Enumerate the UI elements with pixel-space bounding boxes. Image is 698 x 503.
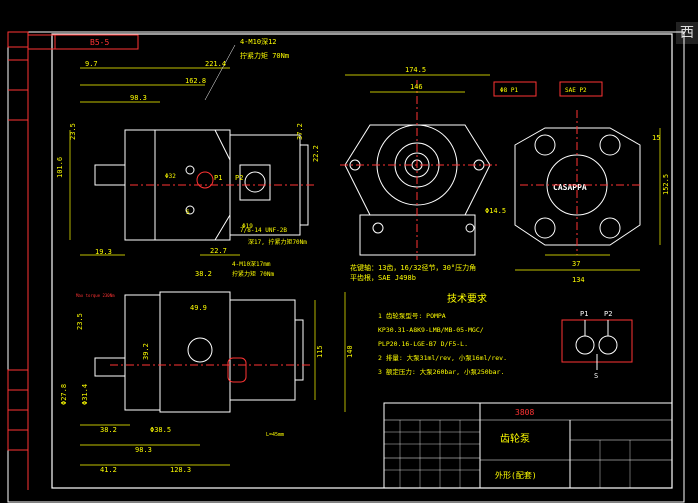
- schematic-s: S: [594, 372, 598, 380]
- bottom-bolt-spec: 4-M10深17mm: [232, 260, 271, 268]
- drawing-border: [51, 33, 673, 489]
- dim-221-4: 221.4: [205, 60, 226, 68]
- tech-line-5: 3 额定压力: 大泵260bar, 小泵250bar.: [378, 367, 504, 376]
- brand-logo: CASAPPA: [553, 183, 587, 192]
- bolt-spec: 4-M10深12: [240, 37, 277, 46]
- dim-22-2: 22.2: [312, 145, 320, 162]
- dim-37-2: 37.2: [296, 123, 304, 140]
- port-thread: 7/8-14 UNF-2B: [240, 227, 287, 234]
- rear-view: CASAPPA Φ8 P1 SAE P2 152.5 134 37 15: [493, 81, 670, 284]
- dim-38-2-top: 38.2: [195, 270, 212, 278]
- dim-phi32: Φ32: [165, 173, 176, 180]
- dim-22-7: 22.7: [210, 247, 227, 255]
- top-left-cell: B5-5: [27, 34, 139, 50]
- dim-19-3: 19.3: [95, 248, 112, 256]
- dim-49-9: 49.9: [190, 304, 207, 312]
- hydraulic-schematic: P1 P2 S: [561, 310, 633, 380]
- dim-bottom-23-5: 23.5: [76, 313, 84, 330]
- dim-37: 37: [572, 260, 580, 268]
- dim-98-3-bottom: 98.3: [135, 446, 152, 454]
- top-left-cell-text: B5-5: [90, 38, 109, 47]
- bolt-torque: 拧紧力矩 70Nm: [240, 51, 289, 60]
- label-s: S: [186, 209, 190, 216]
- dim-15: 15: [652, 134, 660, 142]
- part-name: 齿轮泵: [500, 432, 530, 445]
- dim-41-2: 41.2: [100, 466, 117, 474]
- side-view: 9.7 221.4 162.8 98.3 23.5 101.6 19.3 22.…: [56, 37, 320, 256]
- dim-152-5: 152.5: [662, 174, 670, 195]
- rear-p2: SAE P2: [565, 87, 587, 94]
- tech-line-3: PLP20.16-LGE-B7 D/F5-L.: [378, 340, 468, 348]
- label-p1: P1: [214, 174, 222, 182]
- dim-162-8: 162.8: [185, 77, 206, 85]
- tech-line-2: KP30.31-A8K9-LMB/MB-05-MGC/: [378, 326, 484, 334]
- tech-title: 技术要求: [447, 292, 487, 305]
- dim-101-6: 101.6: [56, 157, 64, 178]
- dim-140: 140: [346, 345, 354, 358]
- schematic-p1: P1: [580, 310, 588, 318]
- outer-frame: [7, 31, 685, 503]
- tech-line-1: 1 齿轮泵型号: POMPA: [378, 311, 446, 320]
- bottom-bolt-torque: 拧紧力矩 70Nm: [232, 270, 274, 278]
- dim-134: 134: [572, 276, 585, 284]
- dim-phi14-5: Φ14.5: [485, 207, 506, 215]
- dim-38-2: 38.2: [100, 426, 117, 434]
- corner-label: 西: [676, 22, 698, 44]
- dim-phi31-4: Φ31.4: [81, 384, 89, 405]
- dim-98-3: 98.3: [130, 94, 147, 102]
- spline-spec: 花键轴：13齿，16/32径节，30°压力角: [350, 263, 476, 272]
- dim-115: 115: [316, 345, 324, 358]
- tech-line-4: 2 排量: 大泵31ml/rev, 小泵16ml/rev.: [378, 353, 507, 362]
- spline-standard: 平齿根，SAE J498b: [350, 273, 416, 282]
- length-note: L=45mm: [266, 432, 284, 438]
- dim-128-3: 128.3: [170, 466, 191, 474]
- label-p2: P2: [235, 174, 243, 182]
- dim-phi19: Φ19: [242, 223, 253, 230]
- rear-p1: Φ8 P1: [500, 87, 518, 94]
- left-strip: [7, 31, 29, 490]
- dim-phi38-5: Φ38.5: [150, 426, 171, 434]
- dim-23-5: 23.5: [69, 123, 77, 140]
- dim-39-2: 39.2: [142, 343, 150, 360]
- part-subtitle: 外形(配套): [495, 470, 537, 480]
- bottom-view: 38.2 4-M10深17mm 拧紧力矩 70Nm 23.5 Max torqu…: [60, 260, 354, 474]
- title-block: 3808 齿轮泵 外形(配套): [383, 402, 673, 489]
- dim-9-7: 9.7: [85, 60, 98, 68]
- max-torque: Max torque 230Nm: [76, 293, 115, 298]
- front-view: 174.5 146 Φ14.5 花键轴：13齿，16/32径节，30°压力角 平…: [340, 66, 506, 282]
- dim-146: 146: [410, 83, 423, 91]
- schematic-p2: P2: [604, 310, 612, 318]
- side-note: 深17, 拧紧力矩70Nm: [248, 238, 307, 246]
- drawing-code: 3808: [515, 408, 534, 417]
- tech-requirements: 技术要求 1 齿轮泵型号: POMPA KP30.31-A8K9-LMB/MB-…: [378, 292, 507, 376]
- dim-174-5: 174.5: [405, 66, 426, 74]
- dim-phi27-8: Φ27.8: [60, 384, 68, 405]
